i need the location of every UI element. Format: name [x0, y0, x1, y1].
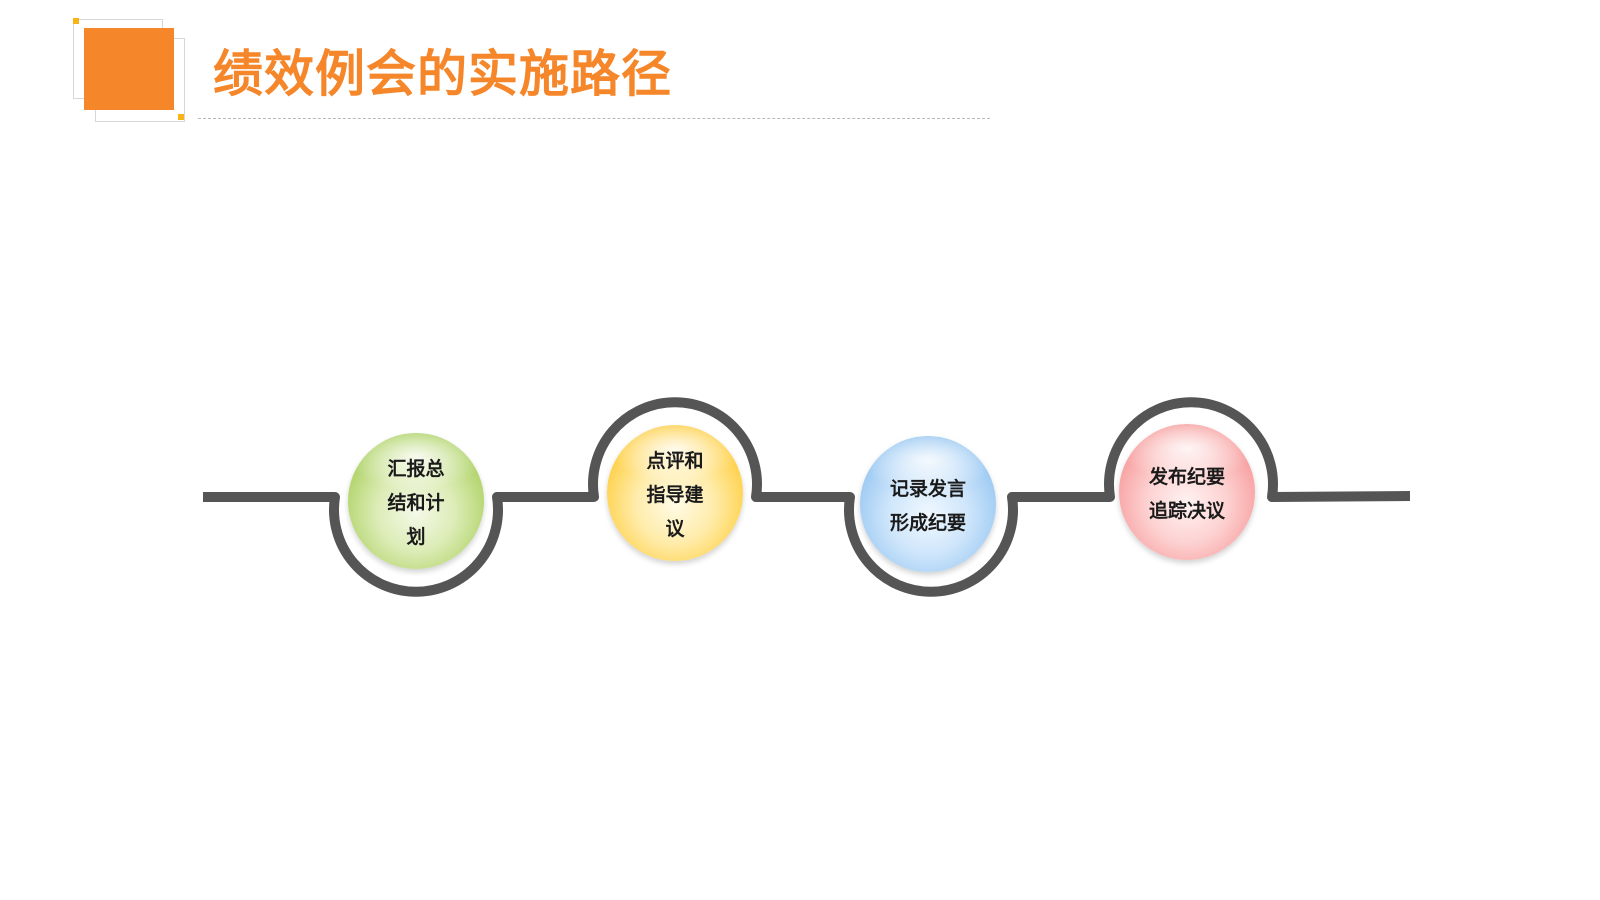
title-decoration-dot-top-left [73, 18, 79, 24]
step-label: 汇报总 结和计 划 [387, 448, 444, 554]
step-label: 记录发言 形成纪要 [890, 468, 966, 540]
title-decoration-dot-bottom-right [178, 114, 184, 120]
step-node-record-minutes: 记录发言 形成纪要 [860, 436, 996, 572]
step-label-line: 形成纪要 [889, 512, 966, 534]
process-path-line [203, 397, 1411, 597]
step-label-line: 指导建 [646, 484, 704, 506]
step-label-line: 发布纪要 [1148, 466, 1225, 488]
step-node-publish-track: 发布纪要 追踪决议 [1119, 424, 1255, 560]
step-label-line: 记录发言 [889, 478, 966, 500]
title-decoration-square [84, 28, 174, 110]
step-node-report-plan: 汇报总 结和计 划 [348, 433, 484, 569]
title-divider [198, 118, 990, 119]
step-label-line: 追踪决议 [1148, 500, 1225, 522]
step-label-line: 结和计 [387, 492, 445, 514]
step-label-line: 议 [665, 518, 685, 540]
step-label-line: 划 [406, 526, 426, 548]
step-node-review-guidance: 点评和 指导建 议 [607, 425, 743, 561]
step-label: 发布纪要 追踪决议 [1149, 456, 1225, 528]
step-label: 点评和 指导建 议 [646, 440, 703, 546]
step-label-line: 汇报总 [387, 458, 445, 480]
step-label-line: 点评和 [646, 450, 704, 472]
page-title: 绩效例会的实施路径 [213, 45, 672, 103]
